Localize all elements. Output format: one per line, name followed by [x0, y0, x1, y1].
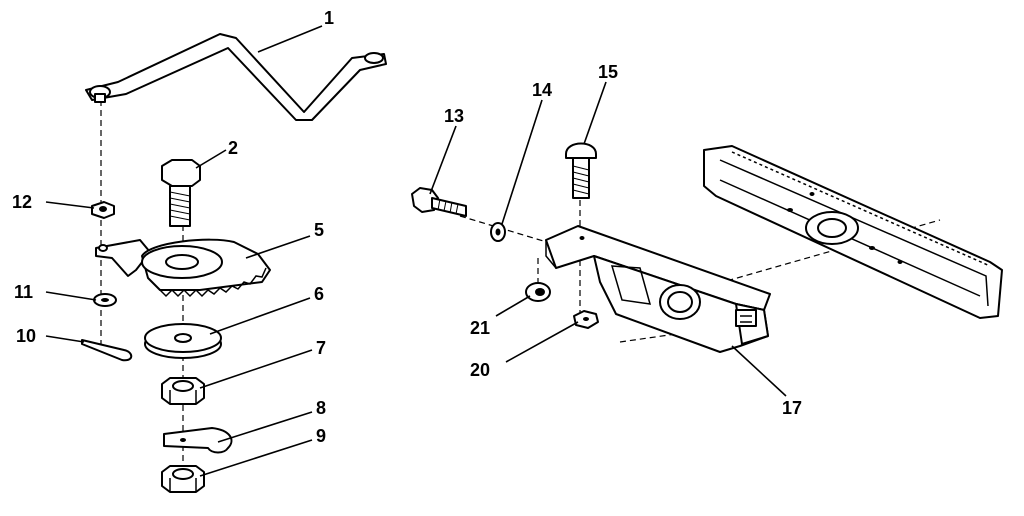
callout-5: 5: [314, 220, 324, 240]
callout-1: 1: [324, 8, 334, 28]
callout-13: 13: [444, 106, 464, 126]
callout-14: 14: [532, 80, 552, 100]
part-20-nut: [573, 310, 599, 329]
leader-10: [45, 335, 85, 343]
callout-12: 12: [12, 192, 32, 212]
callout-15: 15: [598, 62, 618, 82]
bolt-13-axis: [459, 215, 561, 247]
part-12-lock-nut: [91, 201, 115, 219]
callout-labels: 1 2 5 6 7 8 9 10 11 12 13 14 15 17 20 21: [12, 8, 802, 446]
leader-12: [45, 201, 95, 209]
part-17-pivot-bracket: [545, 225, 771, 353]
part-8-clip: [163, 427, 233, 454]
part-13-bolt: [411, 187, 467, 217]
leader-11: [45, 291, 97, 301]
callout-11: 11: [14, 282, 33, 302]
part-1-shift-rod: [85, 33, 387, 121]
callout-7: 7: [316, 338, 326, 358]
part-15-carriage-bolt: [565, 142, 597, 199]
leader-1: [257, 25, 323, 53]
frame-rail: [703, 145, 1003, 319]
part-14-washer: [490, 222, 506, 242]
leader-8: [217, 411, 313, 443]
part-10-cotter-pin: [81, 339, 133, 362]
part-21-nut: [525, 282, 551, 302]
callout-9: 9: [316, 426, 326, 446]
leader-9: [199, 439, 313, 477]
callout-2: 2: [228, 138, 238, 158]
leader-2: [195, 149, 227, 169]
part-6-spacer: [144, 323, 222, 359]
callout-6: 6: [314, 284, 324, 304]
part-7-nut: [161, 377, 205, 405]
callout-21: 21: [470, 318, 490, 338]
part-5-gear-segment: [95, 238, 271, 298]
callout-8: 8: [316, 398, 326, 418]
leader-lines: [45, 25, 787, 477]
leader-6: [209, 297, 311, 335]
leader-21: [495, 295, 531, 317]
part-9-nut: [161, 465, 205, 493]
callout-17: 17: [782, 398, 802, 418]
part-11-washer: [93, 293, 117, 307]
leader-15: [583, 81, 607, 145]
part-2-bolt: [161, 159, 201, 227]
callout-10: 10: [16, 326, 36, 346]
leader-20: [505, 321, 579, 363]
bracket-phantom-line: [619, 331, 691, 343]
leader-7: [199, 349, 313, 389]
leader-13: [429, 125, 457, 195]
callout-20: 20: [470, 360, 490, 380]
leader-5: [245, 235, 311, 259]
leader-14: [501, 99, 543, 225]
leader-17: [731, 345, 787, 397]
